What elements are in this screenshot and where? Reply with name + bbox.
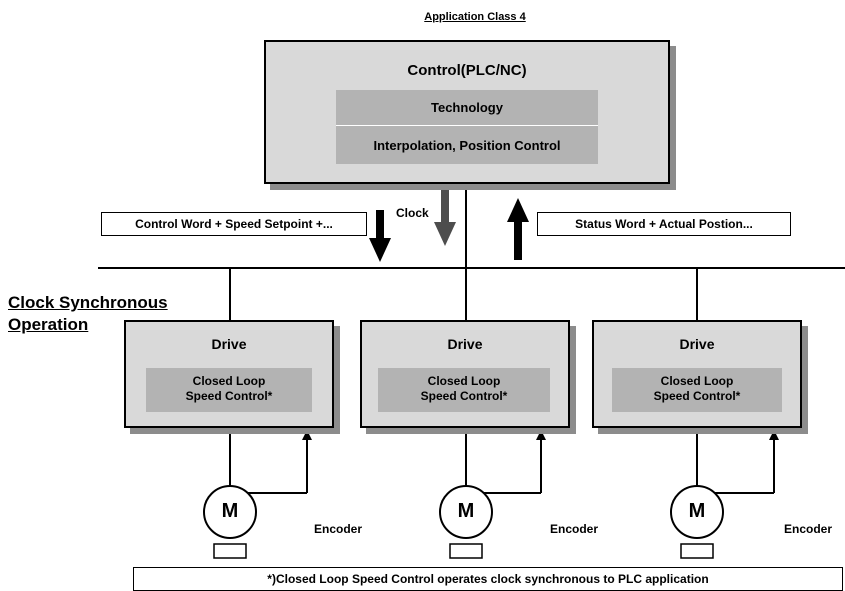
motor-3-circle [670,485,724,539]
drive-inner-control: Closed Loop Speed Control* [378,368,550,412]
control-item-interpolation: Interpolation, Position Control [336,126,598,164]
clock-sync-line-2: Operation [8,315,89,334]
drive-inner-control: Closed Loop Speed Control* [612,368,782,412]
drive-inner-control: Closed Loop Speed Control* [146,368,312,412]
control-title: Control(PLC/NC) [407,62,527,79]
clock-sync-label: Clock Synchronous Operation [8,292,168,336]
encoder-2-label: Encoder [550,522,599,536]
motor-2-circle [439,485,493,539]
motor-1-circle [203,485,257,539]
encoder-3-box [680,543,714,559]
encoder-2-box [449,543,483,559]
motor-3-label: M [688,500,706,522]
drive-box-2: Drive Closed Loop Speed Control* [360,320,570,428]
control-word-label: Control Word + Speed Setpoint +... [101,212,367,236]
control-box: Control(PLC/NC) Technology Interpolation… [264,40,670,184]
drive-box-3: Drive Closed Loop Speed Control* [592,320,802,428]
encoder-3-label: Encoder [784,522,833,536]
up-arrow-status-word [507,198,529,260]
footnote-text: *)Closed Loop Speed Control operates clo… [267,572,709,586]
drive-box-1: Drive Closed Loop Speed Control* [124,320,334,428]
drive-title: Drive [211,336,247,352]
encoder-1-box [213,543,247,559]
clock-label: Clock [396,206,429,220]
footnote-box: *)Closed Loop Speed Control operates clo… [133,567,843,591]
clock-sync-line-1: Clock Synchronous [8,293,168,312]
motor-1-label: M [221,500,239,522]
diagram-title: Application Class 4 [424,11,526,23]
motor-2-label: M [457,500,475,522]
down-arrow-clock [434,184,456,246]
drive-title: Drive [447,336,483,352]
status-word-label: Status Word + Actual Postion... [537,212,791,236]
down-arrow-control-word [369,210,391,262]
control-item-technology: Technology [336,90,598,126]
encoder-1-label: Encoder [314,522,363,536]
drive-title: Drive [679,336,715,352]
